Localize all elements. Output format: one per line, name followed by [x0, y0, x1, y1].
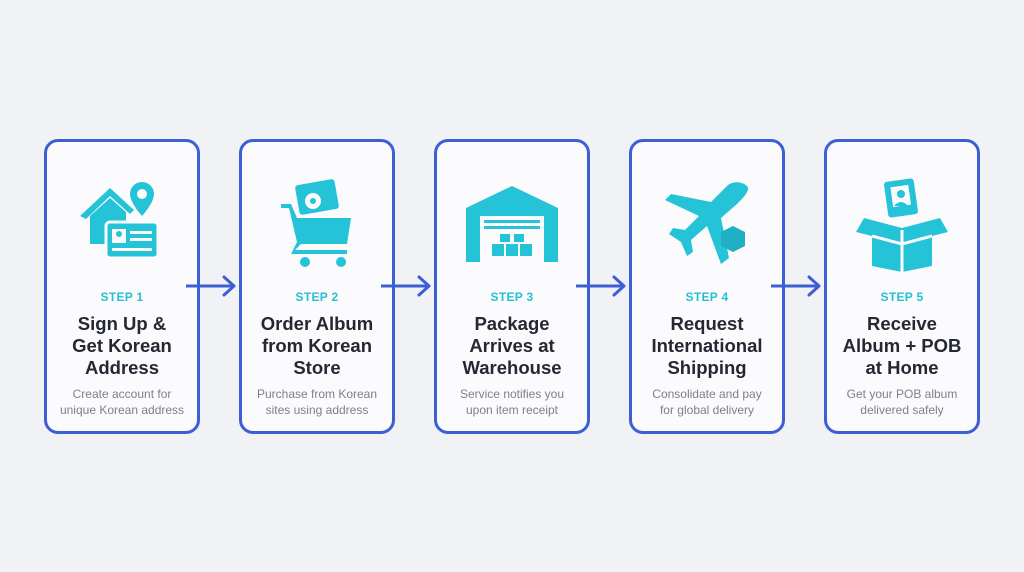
step-label: STEP 5 [880, 290, 924, 304]
step-label: STEP 3 [490, 290, 534, 304]
step-description: Consolidate and pay for global delivery [636, 386, 778, 418]
step-description-line: Create account for [72, 387, 172, 401]
step-label: STEP 4 [685, 290, 729, 304]
open-box-photocard-icon [852, 174, 952, 274]
step-description-line: unique Korean address [59, 403, 185, 417]
arrow-right-icon [381, 275, 431, 297]
step-title-line: Order Album [260, 313, 374, 334]
step-title-line: Shipping [667, 357, 747, 378]
step-description-line: delivered safely [860, 403, 944, 417]
shopping-cart-album-icon [267, 174, 367, 274]
step-description-line: Get your POB album [846, 387, 958, 401]
step-description-line: Consolidate and pay [652, 387, 762, 401]
step-description-line: for global delivery [659, 403, 755, 417]
step-label: STEP 2 [295, 290, 339, 304]
step-title-line: International [651, 335, 763, 356]
step-title-line: Request [670, 313, 744, 334]
step-title-line: Address [84, 357, 160, 378]
step-label: STEP 1 [100, 290, 144, 304]
step-description: Get your POB album delivered safely [831, 386, 973, 418]
step-description: Create account for unique Korean address [51, 386, 193, 418]
step-description: Service notifies you upon item receipt [441, 386, 583, 418]
warehouse-icon [462, 174, 562, 274]
house-location-id-card-icon [72, 174, 172, 274]
airplane-package-icon [657, 174, 757, 274]
arrow-right-icon [771, 275, 821, 297]
step-description-line: upon item receipt [465, 403, 559, 417]
step-title-line: at Home [865, 357, 939, 378]
step-title-line: Store [293, 357, 341, 378]
step-title-line: Get Korean [72, 335, 172, 356]
step-title-line: Arrives at [469, 335, 555, 356]
step-title-line: Warehouse [462, 357, 562, 378]
step-description: Purchase from Korean sites using address [246, 386, 388, 418]
step-title-line: Receive [867, 313, 937, 334]
step-title-line: Album + POB [842, 335, 962, 356]
step-description-line: Service notifies you [459, 387, 565, 401]
step-description-line: sites using address [265, 403, 369, 417]
step-description-line: Purchase from Korean [256, 387, 378, 401]
step-title-line: from Korean [262, 335, 372, 356]
step-title-line: Package [474, 313, 550, 334]
step-title-line: Sign Up & [77, 313, 167, 334]
arrow-right-icon [186, 275, 236, 297]
arrow-right-icon [576, 275, 626, 297]
